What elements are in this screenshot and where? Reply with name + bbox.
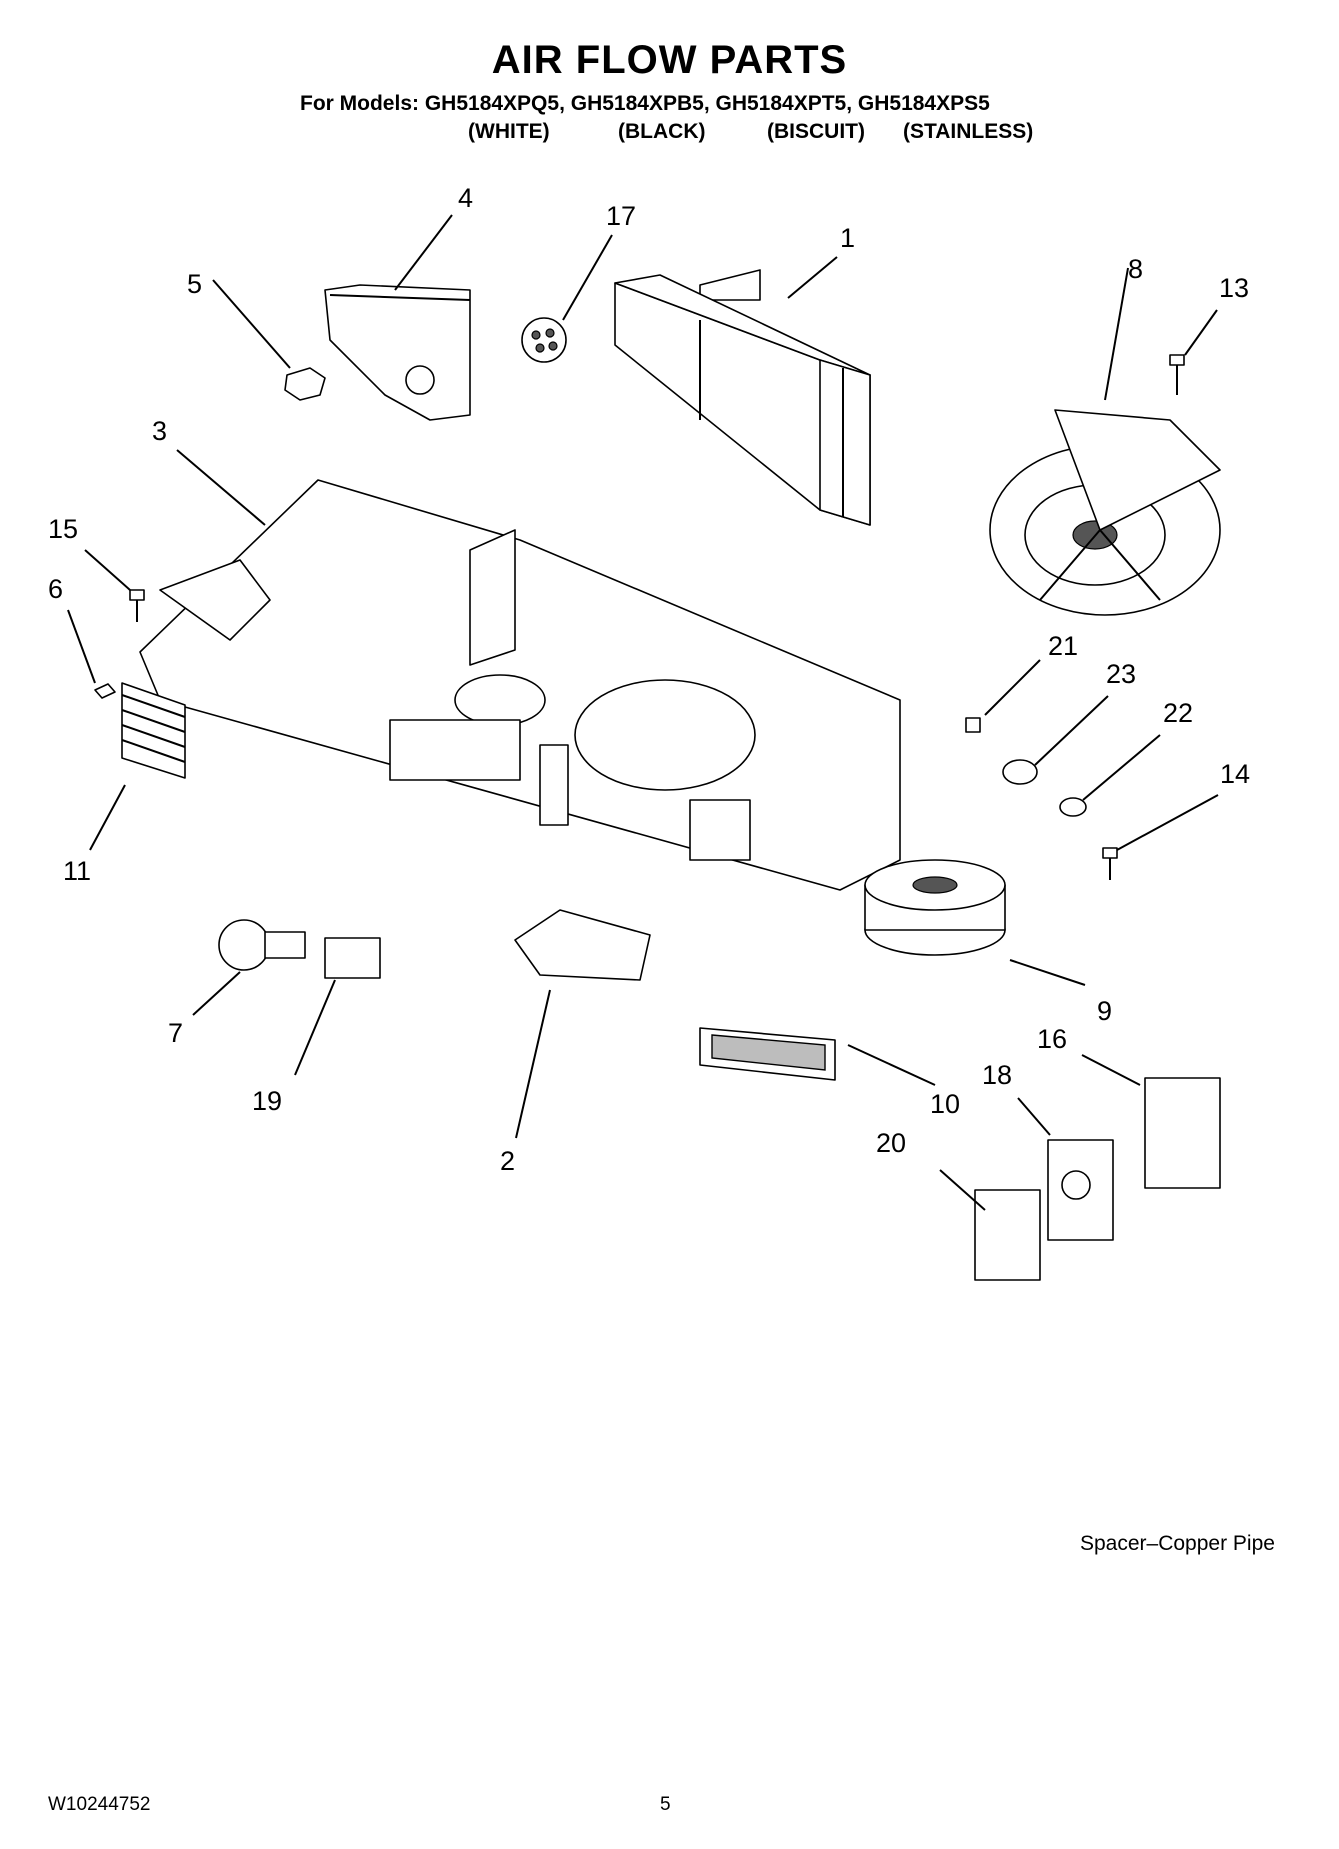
part-blower-housing — [989, 409, 1221, 616]
finish-stainless: (STAINLESS) — [903, 120, 1034, 143]
part-screw-13 — [1169, 354, 1185, 395]
spacer-caption: Spacer–Copper Pipe — [1080, 1532, 1275, 1555]
document-number: W10244752 — [48, 1794, 151, 1815]
part-screw-14 — [1102, 847, 1118, 880]
part-screw-15 — [129, 589, 145, 622]
page-number: 5 — [660, 1794, 671, 1815]
part-bracket — [324, 284, 471, 421]
callout-6: 6 — [48, 574, 63, 604]
callout-22: 22 — [1163, 698, 1193, 728]
part-washer-22 — [1059, 797, 1087, 817]
callout-1: 1 — [840, 223, 855, 253]
finish-white: (WHITE) — [468, 120, 550, 143]
leader-lines — [67, 214, 1219, 1211]
callout-9: 9 — [1097, 996, 1112, 1026]
part-insulator-20 — [974, 1189, 1041, 1281]
callout-7: 7 — [168, 1018, 183, 1048]
finish-biscuit: (BISCUIT) — [767, 120, 865, 143]
callout-21: 21 — [1048, 631, 1078, 661]
part-air-duct — [614, 269, 871, 526]
part-nut-21 — [965, 717, 981, 733]
part-cutoff-18 — [1047, 1139, 1114, 1241]
part-grille — [121, 682, 186, 779]
page-title: AIR FLOW PARTS — [491, 38, 848, 82]
callout-16: 16 — [1037, 1024, 1067, 1054]
callout-2: 2 — [500, 1146, 515, 1176]
callout-20: 20 — [876, 1128, 906, 1158]
part-lamp — [218, 919, 306, 971]
part-lamp-socket — [324, 937, 381, 979]
callout-17: 17 — [606, 201, 636, 231]
part-cover-16 — [1144, 1077, 1221, 1189]
callout-10: 10 — [930, 1089, 960, 1119]
callout-8: 8 — [1128, 254, 1143, 284]
callout-11: 11 — [63, 856, 91, 886]
models-line: For Models: GH5184XPQ5, GH5184XPB5, GH51… — [300, 92, 990, 115]
part-damper — [514, 909, 651, 981]
part-air-guide-base — [139, 479, 901, 891]
callout-18: 18 — [982, 1060, 1012, 1090]
finish-black: (BLACK) — [618, 120, 706, 143]
callout-4: 4 — [458, 183, 473, 213]
callout-15: 15 — [48, 514, 78, 544]
part-bushing-23 — [1002, 759, 1038, 785]
callout-14: 14 — [1220, 759, 1250, 789]
callout-3: 3 — [152, 416, 167, 446]
callout-19: 19 — [252, 1086, 282, 1116]
part-nut — [94, 683, 116, 699]
part-blower-wheel — [864, 859, 1006, 956]
part-clip — [284, 367, 326, 401]
callout-23: 23 — [1106, 659, 1136, 689]
part-grommet — [521, 317, 567, 363]
callout-5: 5 — [187, 269, 202, 299]
callout-13: 13 — [1219, 273, 1249, 303]
part-filter — [699, 1027, 836, 1081]
